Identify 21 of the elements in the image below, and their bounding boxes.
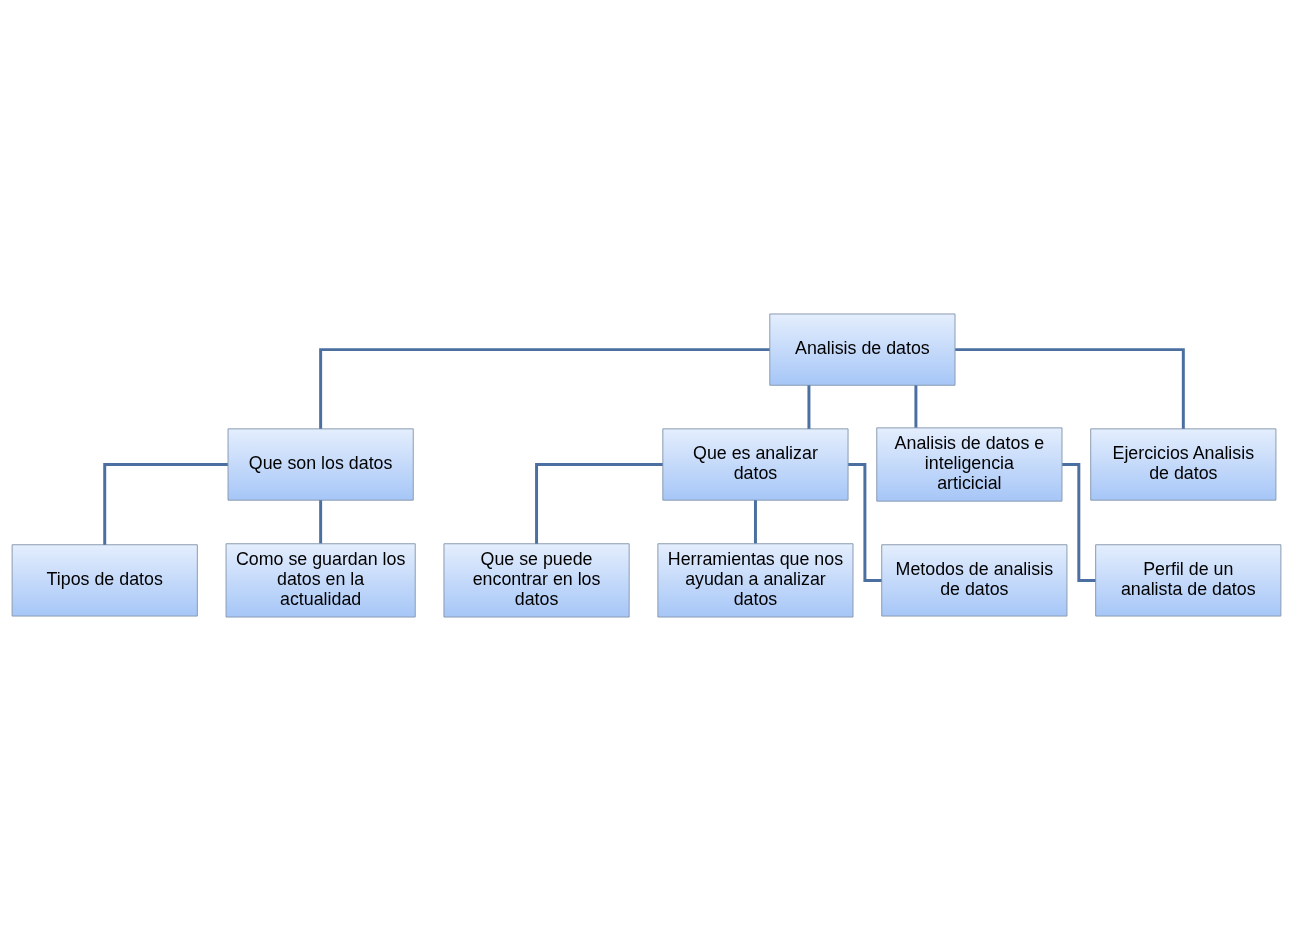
node-box: Que son los datos xyxy=(227,427,414,501)
connector xyxy=(1062,462,1096,582)
node-box: Metodos de analisis de datos xyxy=(881,543,1068,617)
node-box: Analisis de datos e inteligencia articicial xyxy=(876,426,1063,502)
node-box: Que se puede encontrar en los datos xyxy=(443,542,630,618)
connector xyxy=(753,499,757,543)
node-box: Tipos de datos xyxy=(11,543,198,617)
node-box: Como se guardan los datos en la actualidad xyxy=(225,542,416,618)
node-box: Que es analizar datos xyxy=(662,427,849,501)
connector xyxy=(535,462,663,544)
connector xyxy=(914,384,918,428)
connector xyxy=(319,499,323,543)
node-box: Herramientas que nos ayudan a analizar datos xyxy=(657,542,854,618)
node-box: Analisis de datos xyxy=(769,312,956,386)
connector xyxy=(103,462,228,545)
node-box: Ejercicios Analisis de datos xyxy=(1090,427,1277,501)
connector xyxy=(955,347,1185,429)
connector xyxy=(848,462,882,582)
connector xyxy=(319,347,770,429)
node-box: Perfil de un analista de datos xyxy=(1095,543,1282,617)
connector xyxy=(807,384,811,429)
